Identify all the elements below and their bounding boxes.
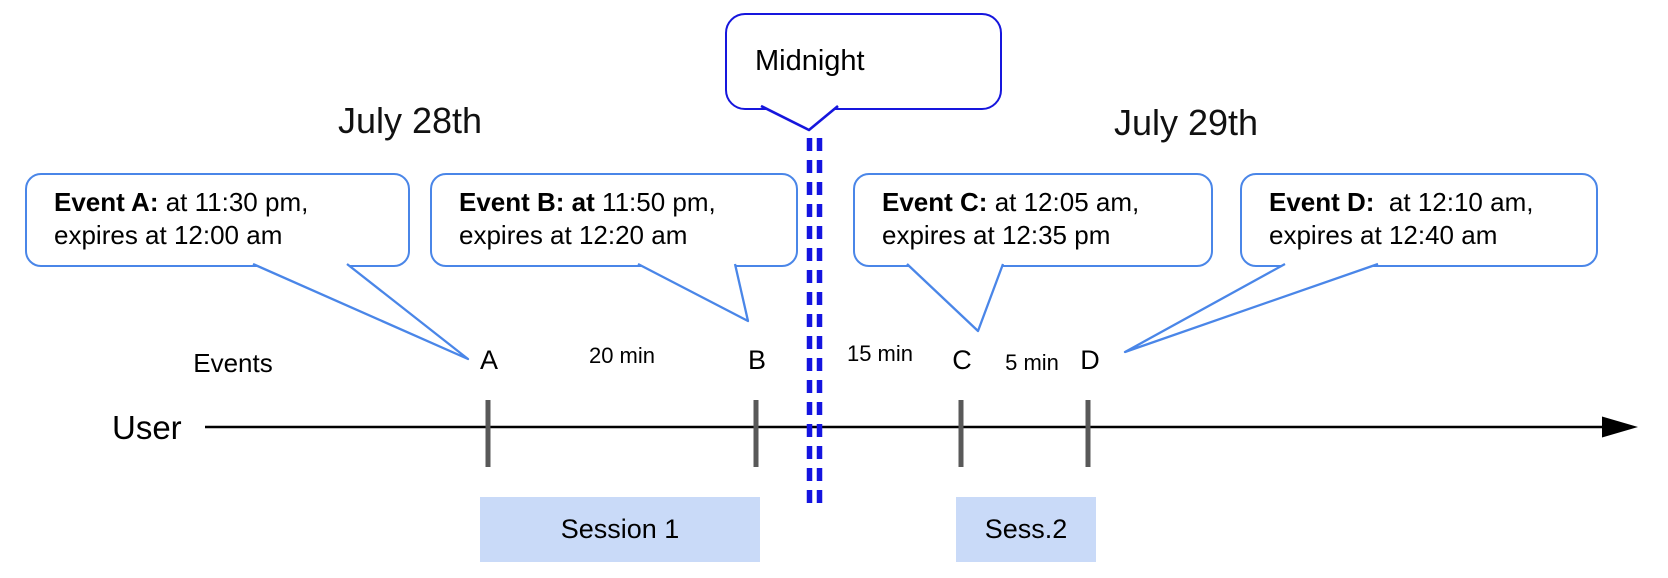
event-d-time: at 12:10 am,: [1374, 187, 1534, 217]
tick-label-d: D: [1080, 345, 1100, 375]
tick-a: [485, 400, 491, 467]
event-a-title: Event A:: [54, 187, 159, 217]
event-c-expiry: expires at 12:35 pm: [882, 220, 1111, 250]
event-c-title: Event C:: [882, 187, 988, 217]
event-b-callout: Event B: at 11:50 pm, expires at 12:20 a…: [430, 173, 798, 267]
interval-20min-label: 20 min: [588, 343, 656, 368]
event-a-callout-tail: [252, 262, 470, 361]
session-1-label: Session 1: [560, 514, 680, 544]
tick-label-b: B: [747, 345, 767, 375]
tick-b: [753, 400, 759, 467]
date-july-29th: July 29th: [1113, 102, 1259, 143]
timeline-arrowhead-icon: [1602, 416, 1638, 438]
event-d-callout-tail: [1123, 262, 1379, 354]
interval-5min-label: 5 min: [1005, 350, 1059, 375]
event-d-expiry: expires at 12:40 am: [1269, 220, 1498, 250]
session-2-label: Sess.2: [984, 514, 1068, 544]
event-a-time: at 11:30 pm,: [158, 187, 309, 217]
midnight-label: Midnight: [755, 45, 865, 77]
event-c-time: at 12:05 am,: [987, 187, 1140, 217]
event-a-callout: Event A: at 11:30 pm, expires at 12:00 a…: [25, 173, 410, 267]
event-b-callout-tail: [637, 262, 750, 323]
session-1-box: Session 1: [480, 497, 760, 562]
event-d-title: Event D:: [1269, 187, 1375, 217]
date-july-28th: July 28th: [337, 100, 483, 141]
tick-c: [958, 400, 964, 467]
interval-15min-label: 15 min: [846, 341, 914, 366]
events-axis-label: Events: [193, 348, 273, 378]
event-b-expiry: expires at 12:20 am: [459, 220, 688, 250]
event-b-time: 11:50 pm,: [594, 187, 716, 217]
event-c-callout-tail: [906, 263, 1005, 333]
midnight-callout: Midnight: [725, 13, 1002, 110]
user-axis-label: User: [112, 409, 182, 446]
event-a-expiry: expires at 12:00 am: [54, 220, 283, 250]
event-d-callout: Event D: at 12:10 am, expires at 12:40 a…: [1240, 173, 1598, 267]
tick-label-a: A: [479, 345, 499, 375]
tick-d: [1085, 400, 1091, 467]
tick-label-c: C: [952, 345, 972, 375]
event-b-title: Event B: at: [459, 187, 595, 217]
session-2-box: Sess.2: [956, 497, 1096, 562]
event-c-callout: Event C: at 12:05 am, expires at 12:35 p…: [853, 173, 1213, 267]
